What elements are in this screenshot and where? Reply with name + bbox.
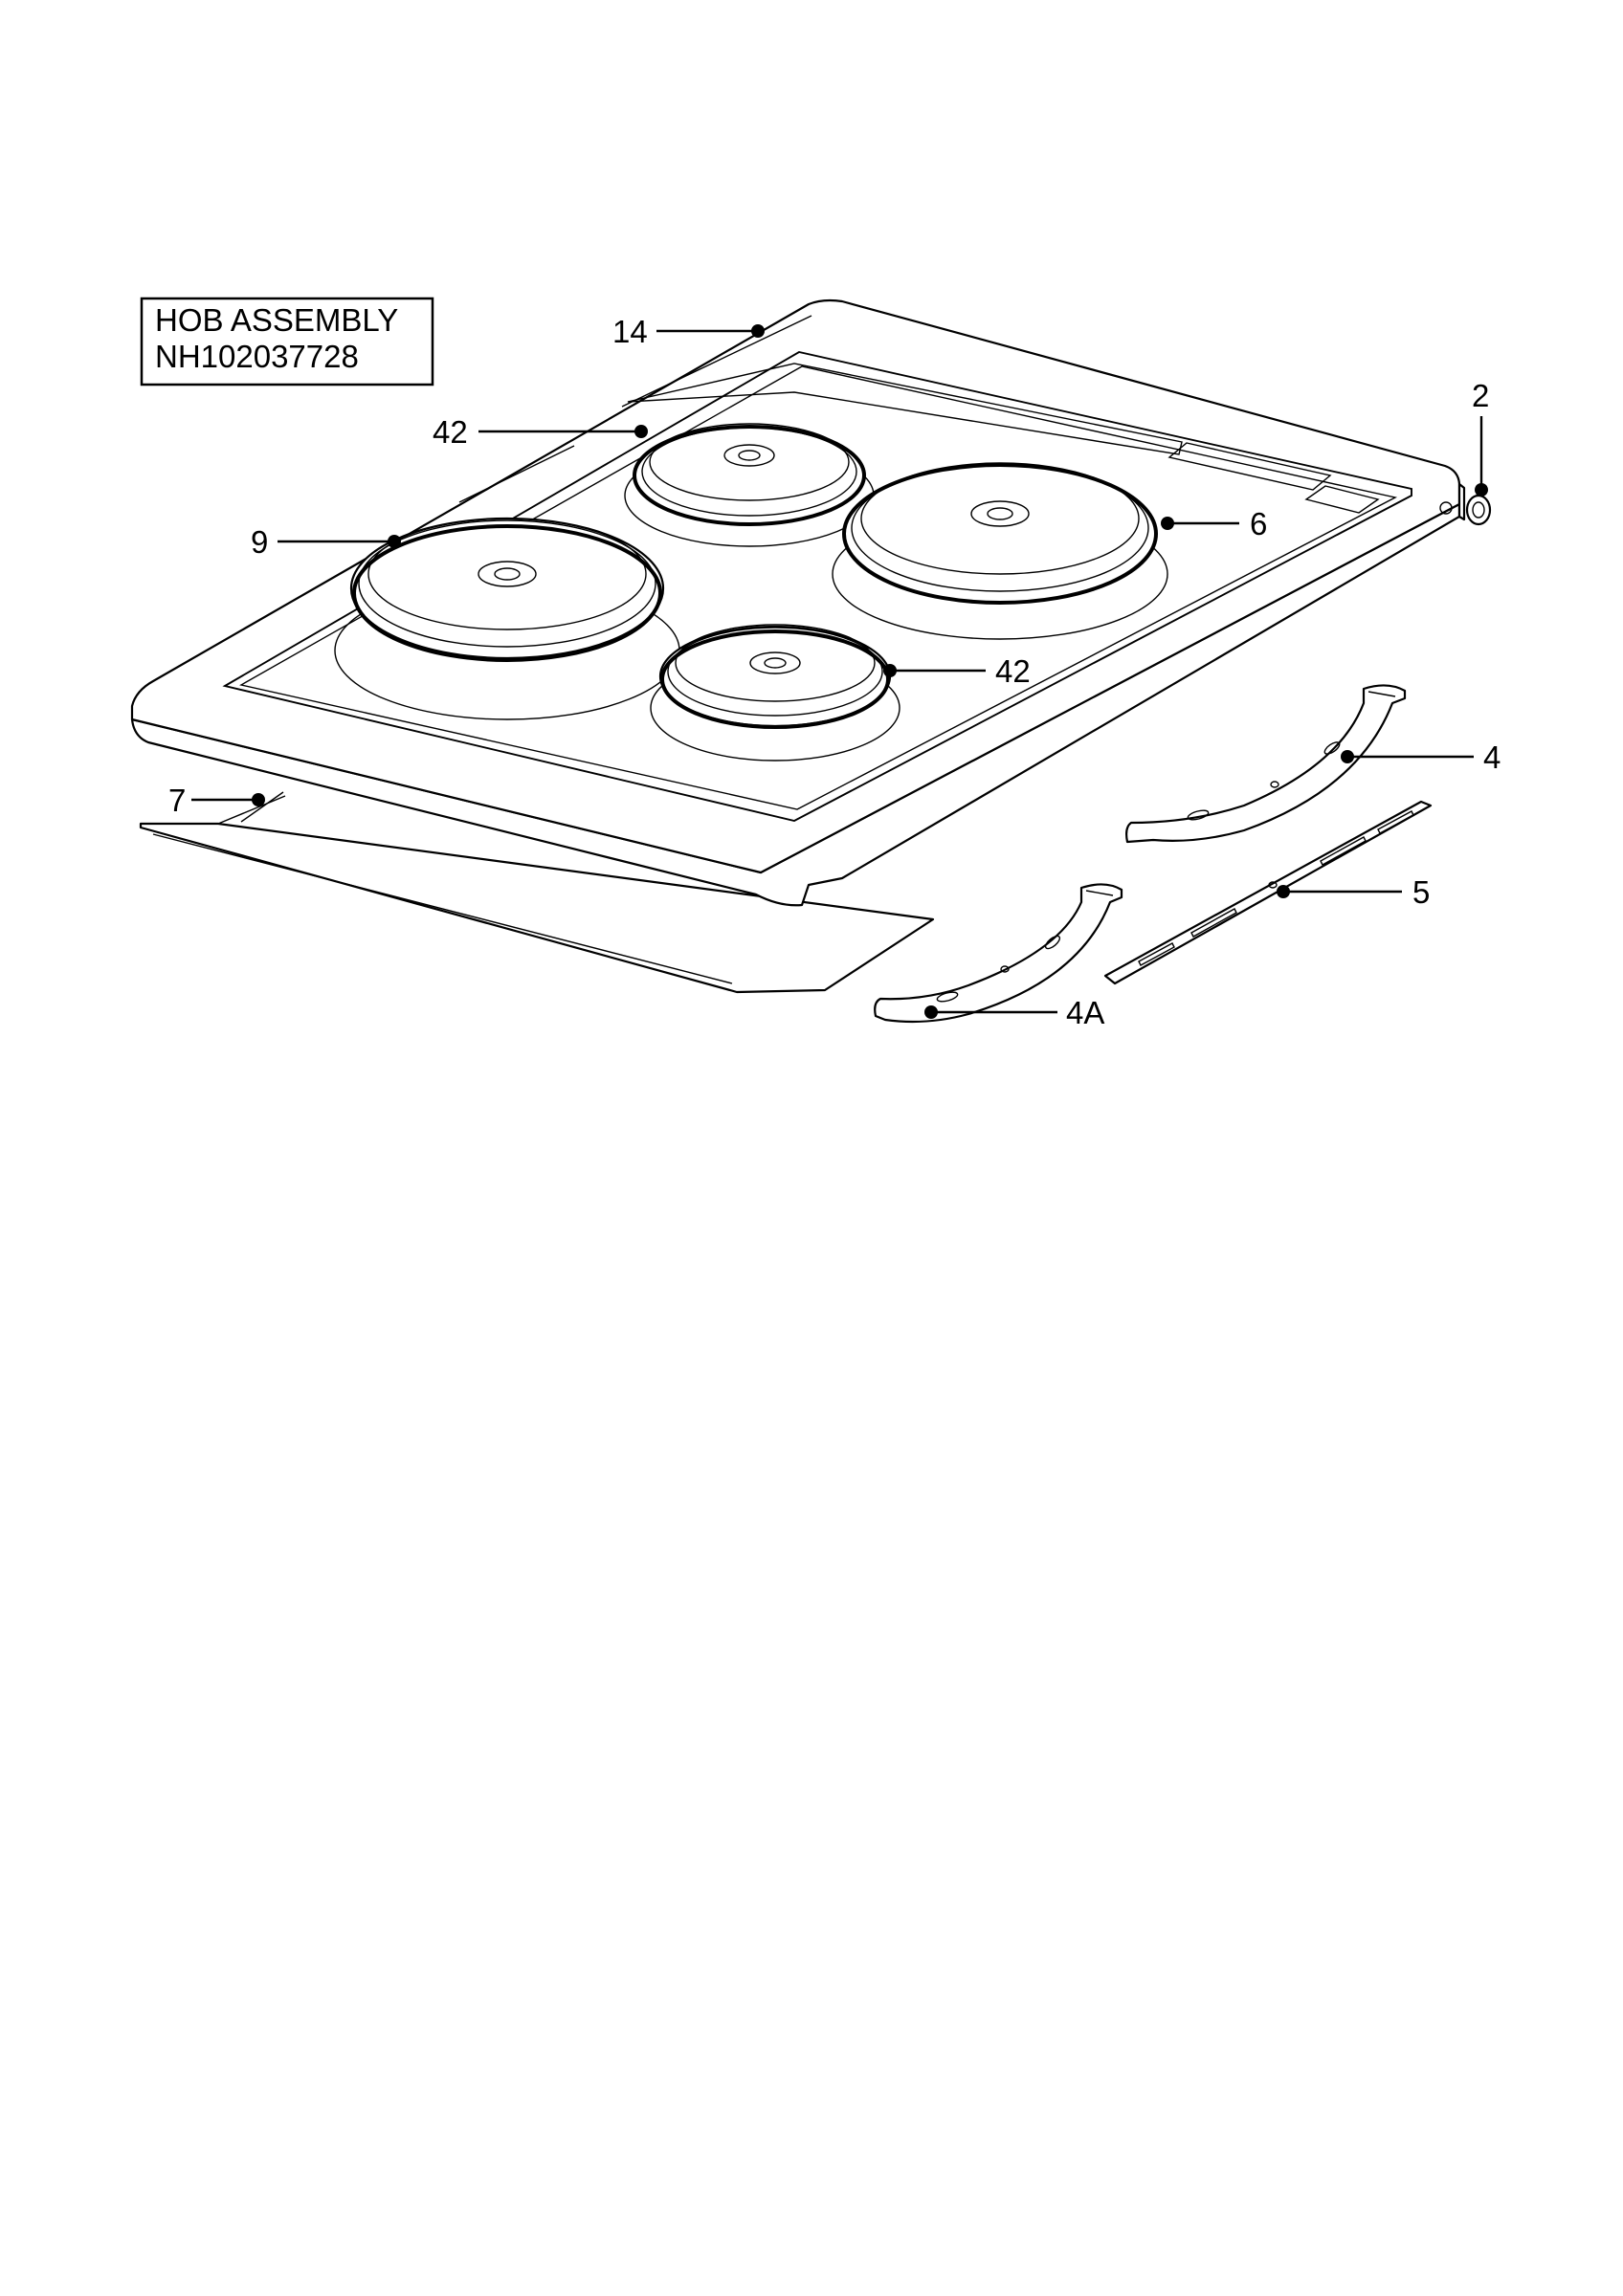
hotplate-rear-right: [832, 462, 1168, 640]
callout-right-bracket: 4: [1483, 740, 1501, 775]
right-bracket: [1125, 684, 1407, 844]
callout-labels: 14 2 42 6 9 42 4 5 4A 7: [168, 314, 1501, 1030]
title-line-2: NH102037728: [155, 339, 359, 374]
callout-rear-right-hotplate: 6: [1250, 506, 1267, 541]
title-block: HOB ASSEMBLY NH102037728: [140, 297, 434, 386]
callout-rear-left-hotplate: 42: [433, 414, 468, 450]
left-bracket: [874, 883, 1123, 1024]
title-line-1: HOB ASSEMBLY: [155, 302, 398, 338]
hob-top-panel: [130, 298, 1466, 907]
leader-lines: [191, 324, 1488, 1019]
front-trim-strip: [139, 791, 935, 994]
hotplate-front-left: [334, 517, 680, 720]
callout-front-right-hotplate: 42: [995, 653, 1031, 689]
callout-grommet: 2: [1472, 378, 1489, 413]
callout-support-strip: 5: [1412, 874, 1430, 910]
hotplate-rear-left: [624, 423, 875, 547]
support-strip: [1103, 800, 1433, 985]
grommet: [1465, 494, 1492, 526]
callout-front-left-hotplate: 9: [251, 524, 268, 560]
callout-left-bracket: 4A: [1066, 995, 1104, 1030]
callout-front-trim: 7: [168, 783, 186, 818]
callout-hob-top: 14: [612, 314, 648, 349]
